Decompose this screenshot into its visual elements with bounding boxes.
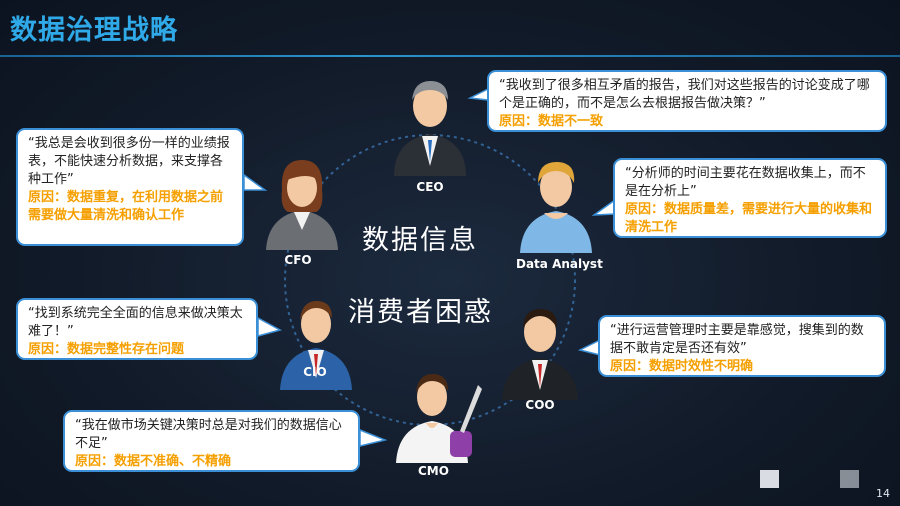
cmo-bubble-pointer [359, 428, 388, 447]
coo-reason: 原因：数据时效性不明确 [610, 359, 754, 374]
coo-avatar-icon [502, 308, 578, 400]
quill [460, 385, 482, 433]
cfo-label: CFO [284, 253, 312, 267]
ceo-quote: “我收到了很多相互矛盾的报告，我们对这些报告的讨论变成了哪个是正确的，而不是怎么… [499, 78, 870, 111]
title-divider [0, 55, 900, 57]
page-title: 数据治理战略 [10, 15, 178, 46]
cfo-reason: 原因：数据重复，在利用数据之前需要做大量清洗和确认工作 [28, 190, 224, 223]
ink-bottle [450, 431, 472, 457]
thumbnail-placeholder-1 [760, 470, 779, 488]
cio-bubble-pointer [257, 316, 282, 337]
cio-quote: “找到系统完全全面的信息来做决策太难了！” [28, 306, 243, 339]
analyst-label: Data Analyst [516, 257, 603, 271]
cfo-quote-bubble: “我总是会收到很多份一样的业绩报表，不能快速分析数据，来支撑各种工作” 原因：数… [16, 128, 244, 246]
ceo-quote-bubble: “我收到了很多相互矛盾的报告，我们对这些报告的讨论变成了哪个是正确的，而不是怎么… [487, 70, 887, 132]
coo-label: COO [525, 398, 555, 412]
ceo-label: CEO [416, 180, 444, 194]
center-label-consumer-confusion: 消费者困惑 [348, 297, 493, 328]
thumbnail-placeholder-2 [840, 470, 859, 488]
cmo-avatar-icon [396, 373, 482, 463]
cio-quote-bubble: “找到系统完全全面的信息来做决策太难了！” 原因：数据完整性存在问题 [16, 298, 258, 360]
page-number-value: 14 [876, 487, 890, 500]
cmo-quote: “我在做市场关键决策时总是对我们的数据信心不足” [75, 418, 342, 451]
cio-avatar-icon [280, 300, 352, 390]
page-number: 14 [876, 487, 890, 500]
ceo-avatar-icon [394, 80, 466, 176]
cmo-reason: 原因：数据不准确、不精确 [75, 454, 232, 469]
cfo-quote: “我总是会收到很多份一样的业绩报表，不能快速分析数据，来支撑各种工作” [28, 136, 230, 187]
coo-bubble-pointer [577, 338, 601, 356]
cfo-avatar-icon [266, 160, 338, 250]
center-label-data-info: 数据信息 [362, 225, 478, 256]
cmo-quote-bubble: “我在做市场关键决策时总是对我们的数据信心不足” 原因：数据不准确、不精确 [63, 410, 360, 472]
cio-reason: 原因：数据完整性存在问题 [28, 342, 185, 357]
cmo-label: CMO [418, 464, 449, 478]
cio-label: CIO [303, 365, 327, 379]
coo-quote-bubble: “进行运营管理时主要是靠感觉，搜集到的数据不敢肯定是否还有效” 原因：数据时效性… [598, 315, 886, 377]
analyst-avatar-icon [520, 161, 592, 253]
analyst-quote-bubble: “分析师的时间主要花在数据收集上，而不是在分析上” 原因：数据质量差，需要进行大… [613, 158, 887, 238]
analyst-quote: “分析师的时间主要花在数据收集上，而不是在分析上” [625, 166, 866, 199]
cfo-bubble-pointer [243, 173, 268, 191]
cycle-ring [284, 134, 576, 426]
ceo-reason: 原因：数据不一致 [499, 114, 604, 129]
analyst-reason: 原因：数据质量差，需要进行大量的收集和清洗工作 [625, 202, 873, 235]
analyst-bubble-pointer [591, 198, 616, 216]
coo-quote: “进行运营管理时主要是靠感觉，搜集到的数据不敢肯定是否还有效” [610, 323, 864, 356]
